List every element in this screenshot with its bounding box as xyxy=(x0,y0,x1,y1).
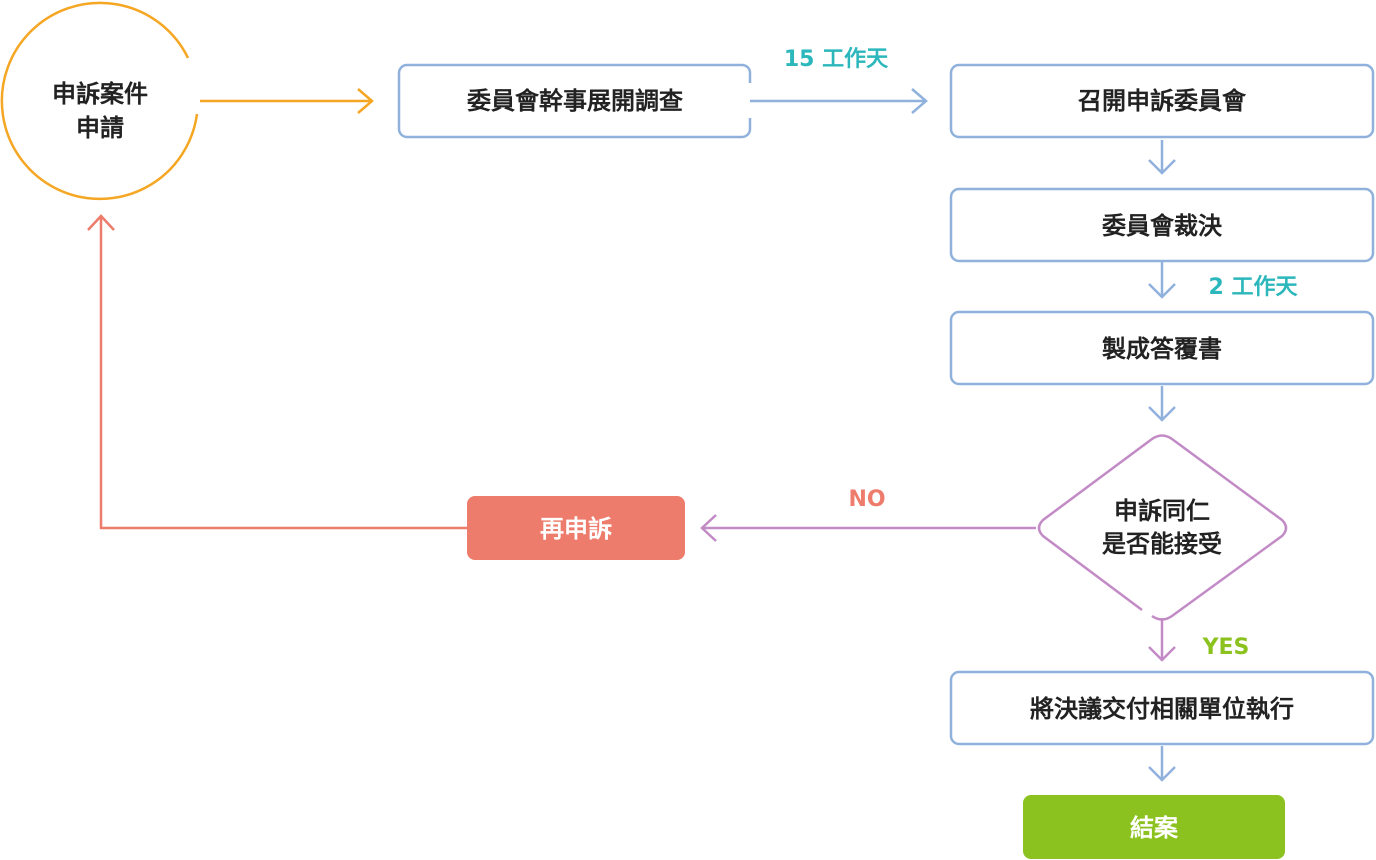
reappeal-label: 再申訴 xyxy=(540,515,612,543)
convene-box xyxy=(949,63,1375,139)
start-label-line1: 申訴案件 xyxy=(52,80,148,108)
decision-diamond xyxy=(1037,434,1288,621)
arrowhead-investigate-to-convene xyxy=(911,88,928,114)
close-box xyxy=(1023,795,1285,859)
ruling-box xyxy=(949,187,1375,263)
ruling-label: 委員會裁決 xyxy=(1101,212,1223,240)
investigate-label: 委員會幹事展開調查 xyxy=(466,87,683,115)
start-circle xyxy=(0,1,199,201)
arrowhead-decision-no xyxy=(700,514,717,542)
decision-label-line1: 申訴同仁 xyxy=(1114,497,1210,525)
arrow-reappeal-to-start xyxy=(99,216,467,530)
label-no: NO xyxy=(848,487,885,512)
arrowhead-ruling-to-reply xyxy=(1148,283,1176,299)
convene-label: 召開申訴委員會 xyxy=(1077,87,1247,115)
close-label: 結案 xyxy=(1130,814,1179,842)
execute-box xyxy=(949,670,1375,746)
label-2-days: 2 工作天 xyxy=(1209,275,1299,300)
arrowhead-execute-to-close xyxy=(1148,766,1176,782)
reply-box xyxy=(949,310,1375,386)
label-yes: YES xyxy=(1202,635,1250,660)
arrowhead-decision-yes xyxy=(1148,646,1176,662)
arrowhead-convene-to-ruling xyxy=(1148,159,1176,175)
decision-label-line2: 是否能接受 xyxy=(1102,530,1222,558)
arrowhead-reply-to-decision xyxy=(1148,406,1176,422)
label-15-days: 15 工作天 xyxy=(784,47,889,72)
arrowhead-reappeal-to-start xyxy=(87,214,115,231)
arrowhead-start-to-investigate xyxy=(357,88,374,114)
reappeal-box xyxy=(467,496,685,560)
investigate-box xyxy=(397,63,752,139)
reply-label: 製成答覆書 xyxy=(1102,335,1222,363)
execute-label: 將決議交付相關單位執行 xyxy=(1030,695,1294,723)
start-label-line2: 申請 xyxy=(76,114,124,142)
